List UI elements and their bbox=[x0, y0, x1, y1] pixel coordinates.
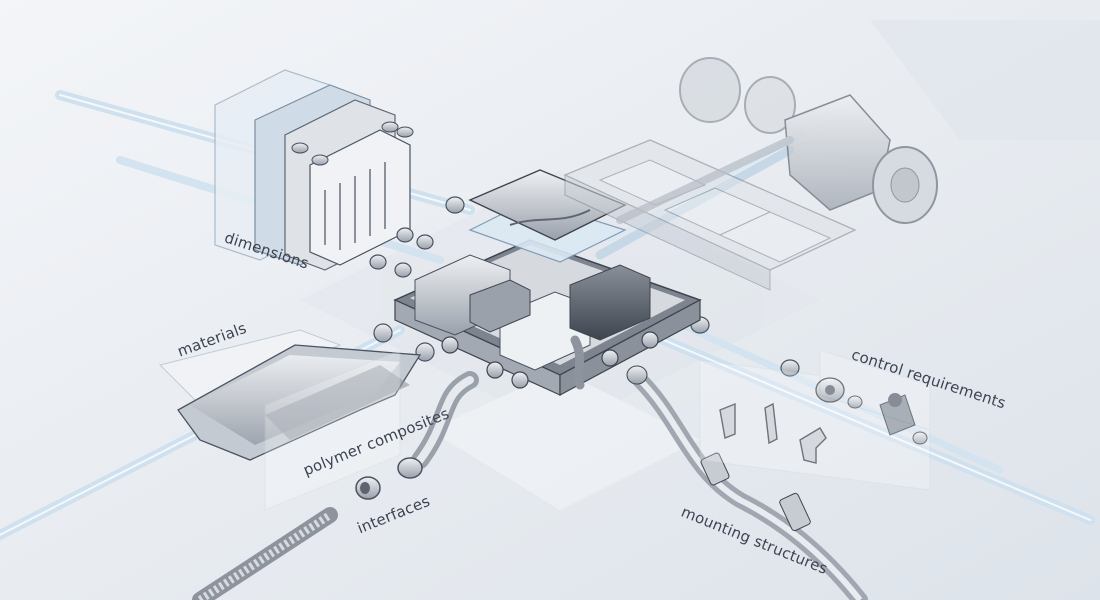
mounting-pipe bbox=[626, 365, 868, 600]
control-valves bbox=[815, 377, 928, 445]
battery-pack-right bbox=[563, 139, 857, 291]
drive-unit bbox=[616, 57, 938, 224]
materials-sheet bbox=[159, 329, 422, 461]
mounting-brackets bbox=[719, 402, 827, 464]
interfaces-fitting bbox=[355, 476, 381, 500]
central-controller bbox=[393, 169, 702, 397]
glass-panels bbox=[264, 349, 931, 511]
hose-bottom-left bbox=[192, 371, 479, 600]
